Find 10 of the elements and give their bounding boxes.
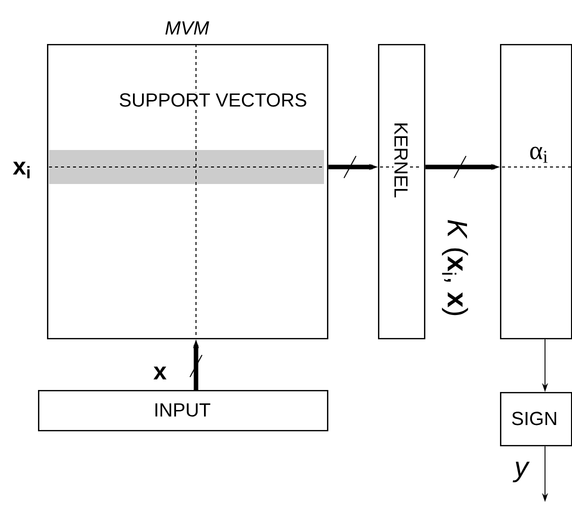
- edge-label: K (x$_{i}$, x): [440, 218, 470, 318]
- kernel-box: KERNEL: [378, 44, 426, 340]
- edge-label: x: [152, 366, 168, 380]
- input-box: INPUT: [38, 390, 328, 432]
- matrix-box: MVM SUPPORT VECTORS: [47, 21, 328, 340]
- edge-label: y: [512, 460, 531, 484]
- row-label: x$_{i}$: [12, 162, 30, 178]
- node-label: MVM: [165, 21, 210, 34]
- sign-box: SIGN: [500, 392, 572, 446]
- weights-box: α$_{i}$: [500, 44, 572, 340]
